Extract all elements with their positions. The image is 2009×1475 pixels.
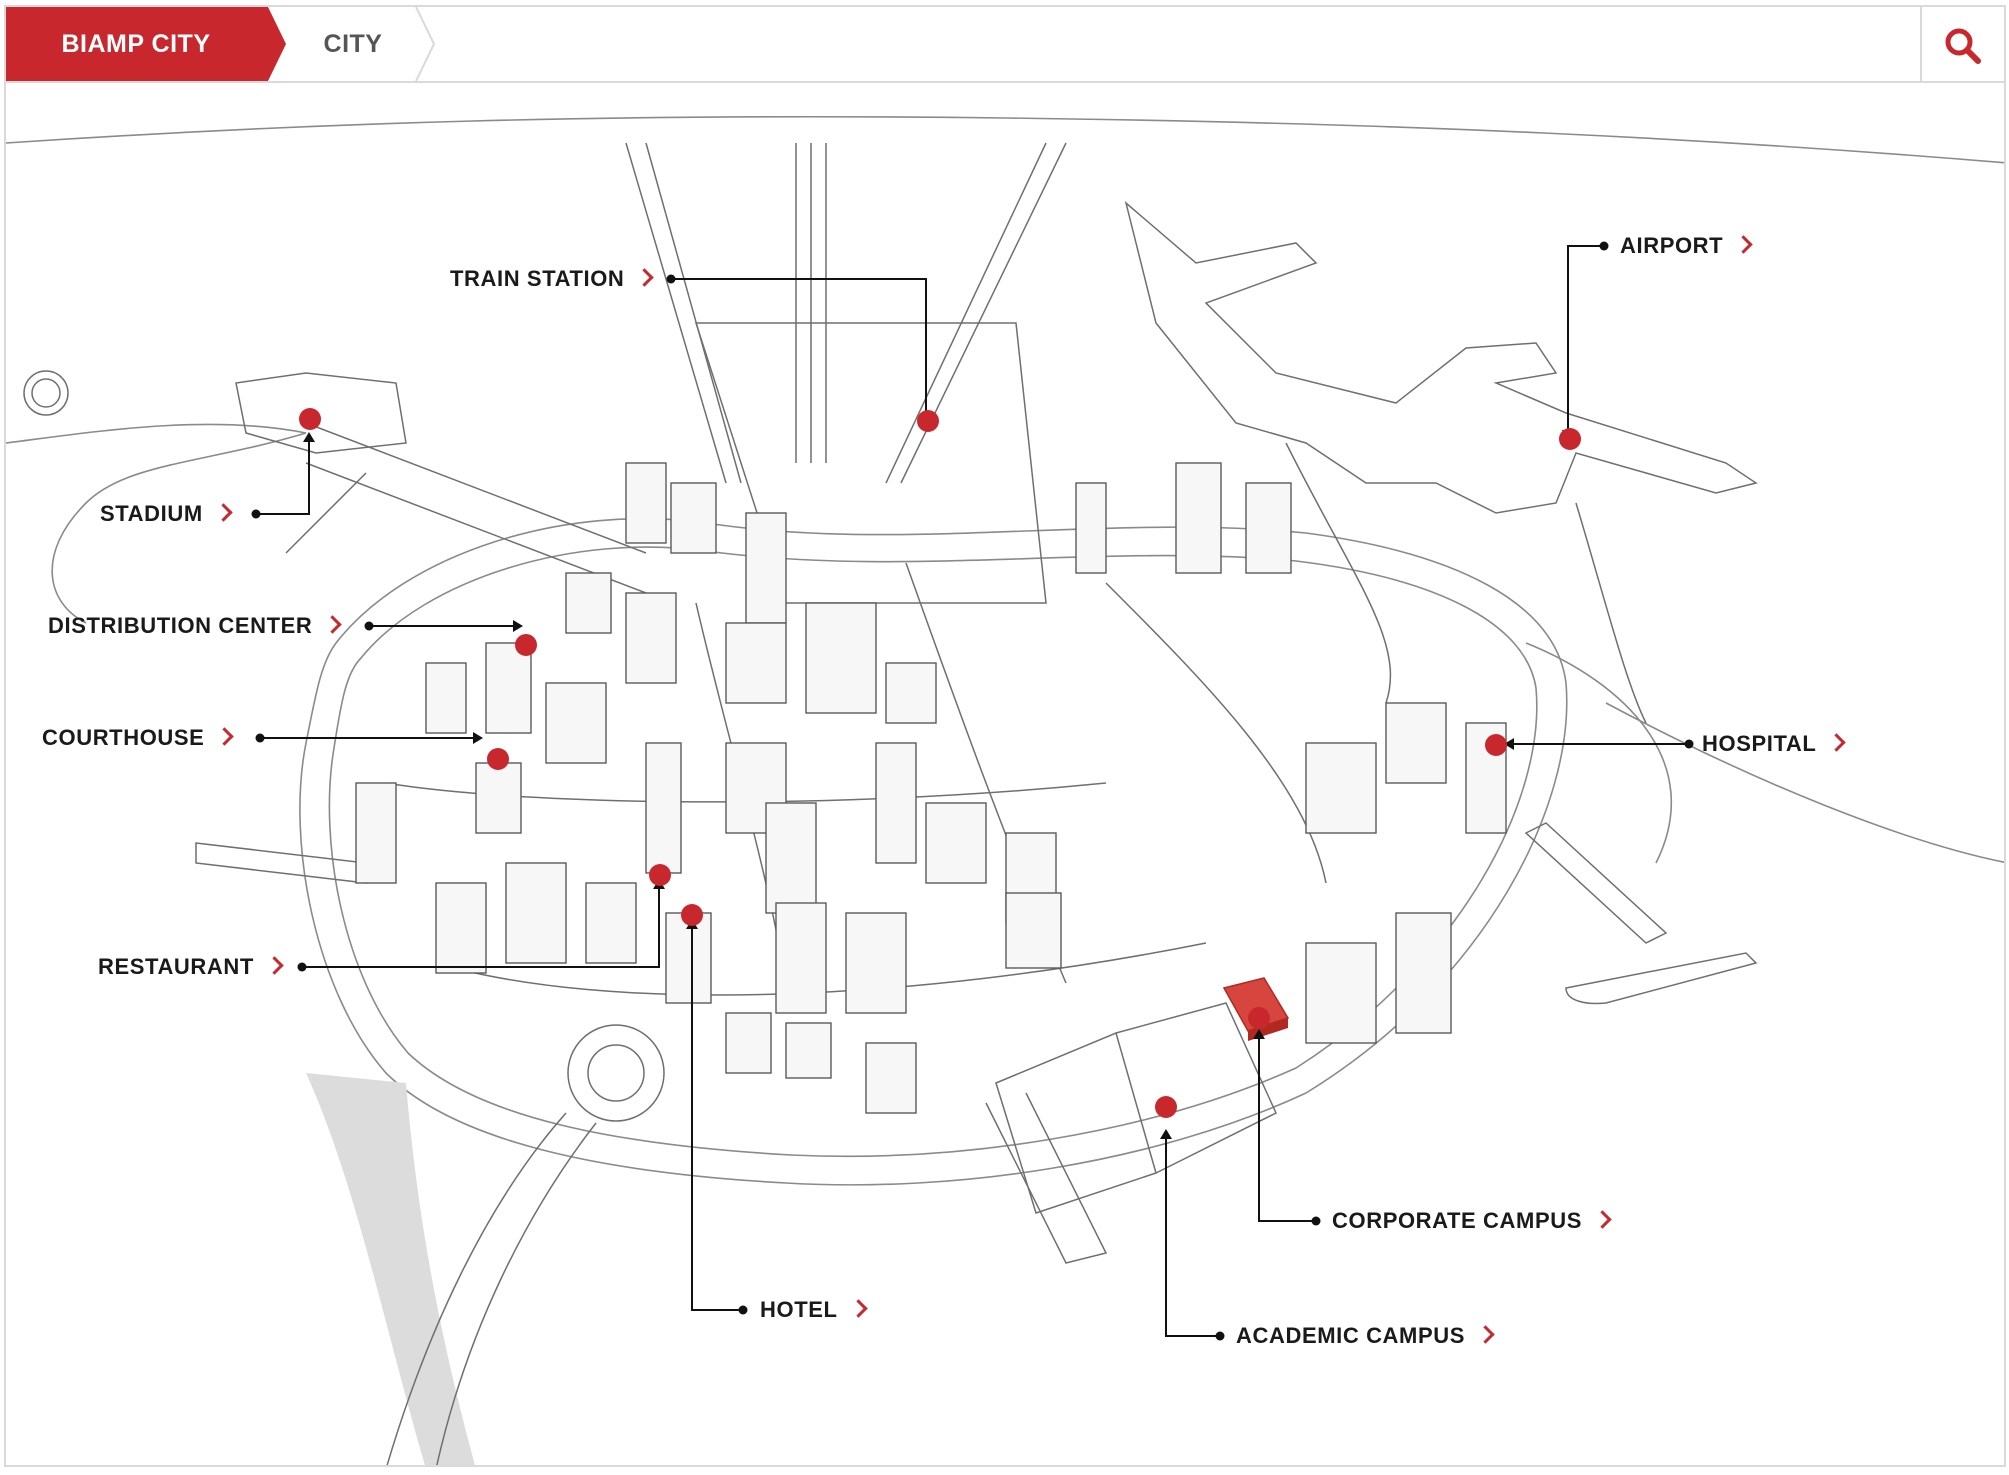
location-airport[interactable]: AIRPORT bbox=[1620, 233, 1753, 258]
location-label: HOSPITAL bbox=[1702, 731, 1817, 756]
breadcrumb-current-label: CITY bbox=[323, 30, 383, 58]
location-label: HOTEL bbox=[760, 1297, 838, 1322]
location-label: ACADEMIC CAMPUS bbox=[1236, 1323, 1465, 1348]
chevron-right-icon bbox=[215, 727, 235, 746]
location-academic-campus[interactable]: ACADEMIC CAMPUS bbox=[1236, 1323, 1495, 1348]
breadcrumb-home[interactable]: BIAMP CITY bbox=[6, 7, 286, 81]
airport-pin[interactable] bbox=[1559, 428, 1581, 450]
city-map: TRAIN STATION AIRPORT STADIUM DISTRIBUTI… bbox=[6, 83, 2004, 1465]
location-label: CORPORATE CAMPUS bbox=[1332, 1208, 1582, 1233]
location-label: COURTHOUSE bbox=[42, 725, 205, 750]
location-label: RESTAURANT bbox=[98, 954, 254, 979]
location-hotel[interactable]: HOTEL bbox=[760, 1297, 868, 1322]
location-restaurant[interactable]: RESTAURANT bbox=[98, 954, 284, 979]
corporate-campus-pin[interactable] bbox=[1248, 1007, 1270, 1029]
academic-campus-pin[interactable] bbox=[1155, 1096, 1177, 1118]
location-label: TRAIN STATION bbox=[450, 266, 625, 291]
restaurant-pin[interactable] bbox=[649, 864, 671, 886]
breadcrumb-home-shape bbox=[6, 7, 286, 81]
location-train-station[interactable]: TRAIN STATION bbox=[450, 266, 655, 291]
chevron-right-icon bbox=[265, 956, 284, 975]
chevron-right-icon bbox=[635, 268, 655, 287]
hotel-pin[interactable] bbox=[681, 904, 703, 926]
breadcrumb-current[interactable]: CITY bbox=[268, 7, 448, 81]
train-station-pin[interactable] bbox=[917, 410, 939, 432]
chevron-right-icon bbox=[1734, 235, 1753, 254]
courthouse-pin[interactable] bbox=[487, 748, 509, 770]
breadcrumb-separator bbox=[415, 7, 436, 81]
chevron-right-icon bbox=[1476, 1325, 1495, 1344]
search-button[interactable] bbox=[1920, 7, 2004, 81]
chevron-right-icon bbox=[1827, 733, 1847, 752]
chevron-right-icon bbox=[848, 1299, 868, 1318]
location-label: STADIUM bbox=[100, 501, 203, 526]
search-icon bbox=[1945, 28, 1981, 64]
app-frame: BIAMP CITY CITY bbox=[4, 5, 2006, 1467]
stadium-pin[interactable] bbox=[299, 408, 321, 430]
location-corporate-campus[interactable]: CORPORATE CAMPUS bbox=[1332, 1208, 1612, 1233]
location-label: AIRPORT bbox=[1620, 233, 1724, 258]
hospital-pin[interactable] bbox=[1485, 734, 1507, 756]
distribution-center-pin[interactable] bbox=[515, 634, 537, 656]
chevron-right-icon bbox=[323, 615, 343, 634]
location-distribution-center[interactable]: DISTRIBUTION CENTER bbox=[48, 613, 343, 638]
breadcrumb: BIAMP CITY CITY bbox=[6, 7, 2004, 83]
city-illustration bbox=[6, 115, 2004, 1465]
chevron-right-icon bbox=[214, 503, 233, 522]
location-label: DISTRIBUTION CENTER bbox=[48, 613, 313, 638]
location-hospital[interactable]: HOSPITAL bbox=[1702, 731, 1847, 756]
breadcrumb-home-label: BIAMP CITY bbox=[61, 30, 211, 58]
location-courthouse[interactable]: COURTHOUSE bbox=[42, 725, 235, 750]
location-stadium[interactable]: STADIUM bbox=[100, 501, 233, 526]
chevron-right-icon bbox=[1593, 1210, 1612, 1229]
